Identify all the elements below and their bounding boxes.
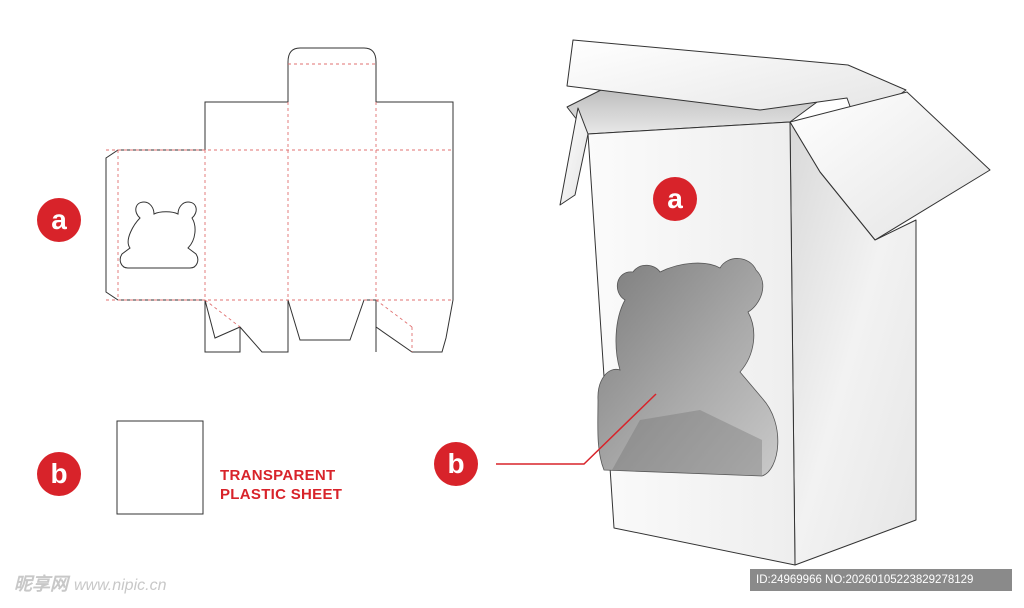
watermark-brand: 昵享网 www.nipic.cn [14,570,166,596]
label-b-box: b [434,442,478,486]
watermark-brand-text: 昵享网 [14,574,68,594]
bear-window-cutout [119,201,199,269]
plastic-sheet-label-line1: TRANSPARENT [220,467,336,484]
label-a-dieline: a [37,198,81,242]
plastic-sheet-label-line2: PLASTIC SHEET [220,486,343,503]
label-b-sheet: b [37,452,81,496]
fold-lines [106,63,453,352]
pointer-line-b [496,393,657,465]
label-a-box: a [653,177,697,221]
plastic-sheet [116,420,204,515]
side-flap-left [559,107,589,206]
watermark-site: www.nipic.cn [74,577,167,594]
plastic-sheet-label: TRANSPARENT PLASTIC SHEET [220,466,342,504]
bear-window [597,258,779,477]
window-shade [612,410,762,476]
watermark-id: ID:24969966 NO:20260105223829278129 [750,569,1012,591]
bottom-flap-left [204,299,241,352]
dieline-outline [204,47,454,353]
dieline [105,47,454,353]
